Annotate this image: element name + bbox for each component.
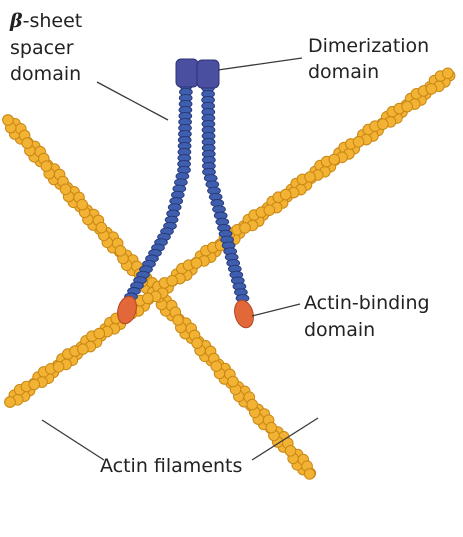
actin-subunit (264, 205, 275, 216)
label-dimerization-line2: domain (308, 61, 379, 83)
dimerization-domain-left (176, 59, 198, 87)
actin-subunit (78, 344, 89, 355)
actin-subunit (329, 154, 340, 165)
actin-subunit (22, 138, 33, 149)
actin-subunit (443, 68, 454, 79)
actin-subunit (3, 115, 14, 126)
label-spacer-line2: spacer (10, 37, 74, 59)
dimerization-domain (176, 59, 219, 88)
actin-subunit (304, 469, 315, 480)
actin-subunit (353, 137, 364, 148)
actin-subunit (60, 184, 71, 195)
actin-subunit (5, 397, 16, 408)
actin-subunit (77, 199, 88, 210)
label-spacer-line3: domain (10, 63, 81, 85)
actin-subunit (426, 84, 437, 95)
dimerization-domain-right (197, 60, 219, 88)
label-actin-filaments: Actin filaments (100, 455, 242, 477)
actin-subunit (247, 399, 258, 410)
actin-subunit (94, 328, 105, 339)
label-actin-binding-line2: domain (304, 319, 375, 341)
actin-subunit (402, 101, 413, 112)
actin-subunit (285, 446, 296, 457)
actin-subunit (378, 119, 389, 130)
actin-subunit (211, 361, 222, 372)
actin-subunit (240, 223, 251, 234)
label-dimerization-line1: Dimerization (308, 35, 429, 57)
actin-subunit (191, 258, 202, 269)
actin-subunit (143, 293, 154, 304)
label-actin-binding-line1: Actin-binding (304, 292, 430, 314)
actin-subunit (41, 161, 52, 172)
actin-subunit (29, 379, 40, 390)
actin-subunit (53, 362, 64, 373)
actin-subunit (173, 315, 184, 326)
actin-subunit (305, 172, 316, 183)
actin-subunit (228, 376, 239, 387)
actin-subunit (115, 246, 126, 257)
actin-subunit (96, 222, 107, 233)
actin-subunit (266, 422, 277, 433)
label-spacer-line1: β-sheet (9, 10, 82, 32)
actin-subunit (167, 275, 178, 286)
actin-subunit (192, 338, 203, 349)
actin-subunit (280, 189, 291, 200)
